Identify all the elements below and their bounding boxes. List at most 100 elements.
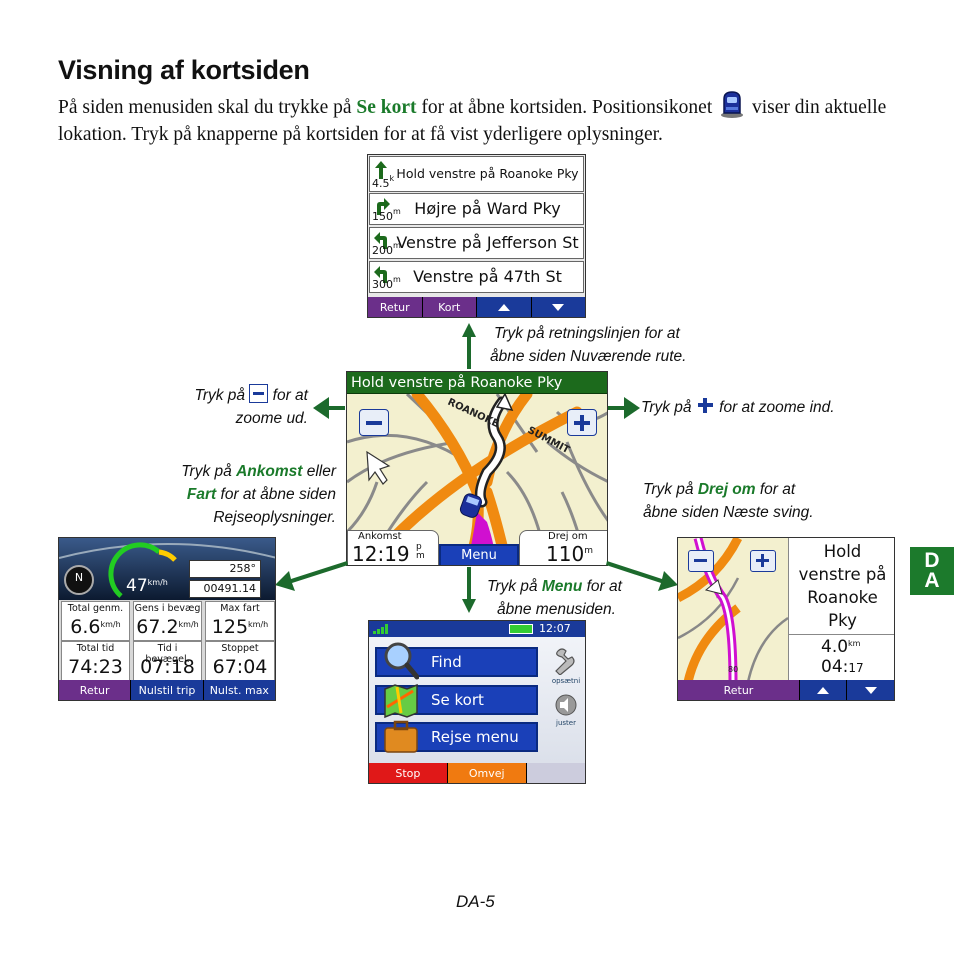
- arrow-up: [462, 323, 476, 369]
- turn-right-icon: [377, 198, 390, 215]
- reset-max-button[interactable]: Nulst. max: [203, 680, 275, 700]
- route-row-3[interactable]: 200m Venstre på Jefferson St: [369, 227, 584, 259]
- turn-label: Drej om: [548, 531, 588, 542]
- turn-distance: 4.0km: [821, 637, 861, 657]
- menu-button[interactable]: Menu: [439, 544, 519, 565]
- zoom-out-button[interactable]: [359, 409, 389, 436]
- route-row-text: Højre på Ward Pky: [414, 199, 561, 218]
- view-map-button[interactable]: Se kort: [375, 683, 538, 719]
- trip-cell: Total genm.6.6km/h: [61, 601, 130, 641]
- direction-banner[interactable]: Hold venstre på Roanoke Pky: [347, 372, 607, 394]
- trip-dashboard: N 47km/h 258° 00491.14: [59, 538, 275, 600]
- arrow-right: [608, 397, 640, 419]
- scroll-up-button[interactable]: [477, 297, 531, 317]
- turn-zoom-in-button[interactable]: [750, 550, 776, 572]
- arrival-time: 12:19: [352, 542, 410, 566]
- turn-button-bar: Retur: [678, 680, 894, 700]
- turn-text-panel: Hold venstre på Roanoke Pky: [788, 538, 894, 635]
- trip-button-bar: Retur Nulstil trip Nulst. max: [59, 680, 275, 700]
- caption-trip: Tryk på Ankomst eller Fart for at åbne s…: [181, 463, 336, 526]
- map-screen: ROANOKE SUMMIT Hold venstre på Roanoke P…: [346, 371, 608, 566]
- arrow-down: [462, 567, 476, 613]
- clock: 12:07: [539, 622, 571, 635]
- back-button[interactable]: Retur: [368, 297, 422, 317]
- route-row-2[interactable]: 150m Højre på Ward Pky: [369, 193, 584, 225]
- turn-field[interactable]: Drej om 110m: [519, 530, 607, 566]
- arrow-down-left: [275, 561, 348, 591]
- caption-zoom-in: Tryk på for at zoome ind.: [641, 396, 835, 419]
- adjust-button[interactable]: juster: [547, 693, 585, 727]
- wrench-icon: [555, 648, 575, 676]
- trip-cell: Tid i bevægel.07:18: [133, 641, 202, 681]
- position-icon: [721, 91, 744, 118]
- route-row-text: Venstre på Jefferson St: [396, 233, 579, 252]
- turn-scroll-down[interactable]: [847, 680, 894, 700]
- signal-icon: [373, 624, 388, 634]
- turn-back-button[interactable]: Retur: [678, 680, 799, 700]
- route-button-bar: Retur Kort: [368, 297, 585, 317]
- trip-computer-screen: N 47km/h 258° 00491.14 Total genm.6.6km/…: [58, 537, 276, 701]
- menu-button-bar: Stop Omvej: [369, 763, 585, 783]
- map-button[interactable]: Kort: [422, 297, 476, 317]
- zoom-out-icon: [249, 384, 269, 403]
- odometer-box: 00491.14: [189, 580, 261, 598]
- route-row-4[interactable]: 300m Venstre på 47th St: [369, 261, 584, 293]
- current-speed: 47km/h: [126, 576, 168, 596]
- main-menu-screen: 12:07 Find Se kort Rejse menu opsætni ju…: [368, 620, 586, 784]
- settings-button[interactable]: opsætni: [547, 647, 585, 685]
- route-row-1[interactable]: 4.5k Hold venstre på Roanoke Pky: [369, 156, 584, 192]
- zoom-in-button[interactable]: [567, 409, 597, 436]
- arrow-down-right: [606, 561, 678, 591]
- scroll-down-button[interactable]: [531, 297, 585, 317]
- turn-left-icon: [374, 232, 387, 249]
- find-button[interactable]: Find: [375, 642, 538, 680]
- next-turn-screen: 80 Hold venstre på Roanoke Pky 4.0km 04:…: [677, 537, 895, 701]
- turn-instruction: Hold venstre på Roanoke Pky: [798, 542, 887, 630]
- down-arrow-icon: [864, 686, 877, 694]
- intro-paragraph: På siden menusiden skal du trykke på Se …: [58, 89, 918, 148]
- arrival-label: Ankomst: [358, 531, 402, 542]
- caption-turn: Tryk på Drej om for at åbne siden Næste …: [643, 481, 814, 521]
- turn-scroll-up[interactable]: [799, 680, 847, 700]
- road-number: 80: [728, 665, 738, 674]
- up-arrow-icon: [817, 686, 830, 694]
- current-route-screen: 4.5k Hold venstre på Roanoke Pky 150m Hø…: [367, 154, 586, 318]
- straight-arrow-icon: [375, 161, 387, 179]
- speaker-icon: [555, 694, 577, 716]
- turn-zoom-out-button[interactable]: [688, 550, 714, 572]
- turn-info-panel: 4.0km 04:17: [788, 635, 894, 682]
- down-arrow-icon: [552, 303, 565, 311]
- battery-icon: [509, 624, 533, 634]
- turn-time: 04:17: [821, 657, 864, 677]
- minus-icon: [366, 421, 382, 425]
- minus-icon: [694, 559, 707, 562]
- detour-button[interactable]: Omvej: [447, 763, 526, 783]
- se-kort-term: Se kort: [356, 97, 417, 118]
- travel-menu-button[interactable]: Rejse menu: [375, 720, 538, 753]
- route-row-text: Hold venstre på Roanoke Pky: [396, 166, 579, 181]
- route-row-text: Venstre på 47th St: [413, 267, 562, 286]
- route-row-distance: 4.5k: [372, 174, 395, 190]
- magnifier-icon: [384, 642, 419, 680]
- page-number: DA-5: [456, 892, 495, 911]
- suitcase-icon: [384, 720, 418, 753]
- route-row-distance: 150m: [372, 207, 401, 223]
- status-bar: 12:07: [369, 621, 585, 637]
- stop-button[interactable]: Stop: [369, 763, 447, 783]
- heading-box: 258°: [189, 560, 261, 578]
- arrow-left: [313, 397, 345, 419]
- zoom-in-icon: [696, 396, 715, 415]
- page-heading: Visning af kortsiden: [58, 55, 310, 85]
- trip-back-button[interactable]: Retur: [59, 680, 131, 700]
- reset-trip-button[interactable]: Nulstil trip: [131, 680, 203, 700]
- up-arrow-icon: [497, 303, 510, 311]
- turn-distance: 110m: [546, 542, 593, 566]
